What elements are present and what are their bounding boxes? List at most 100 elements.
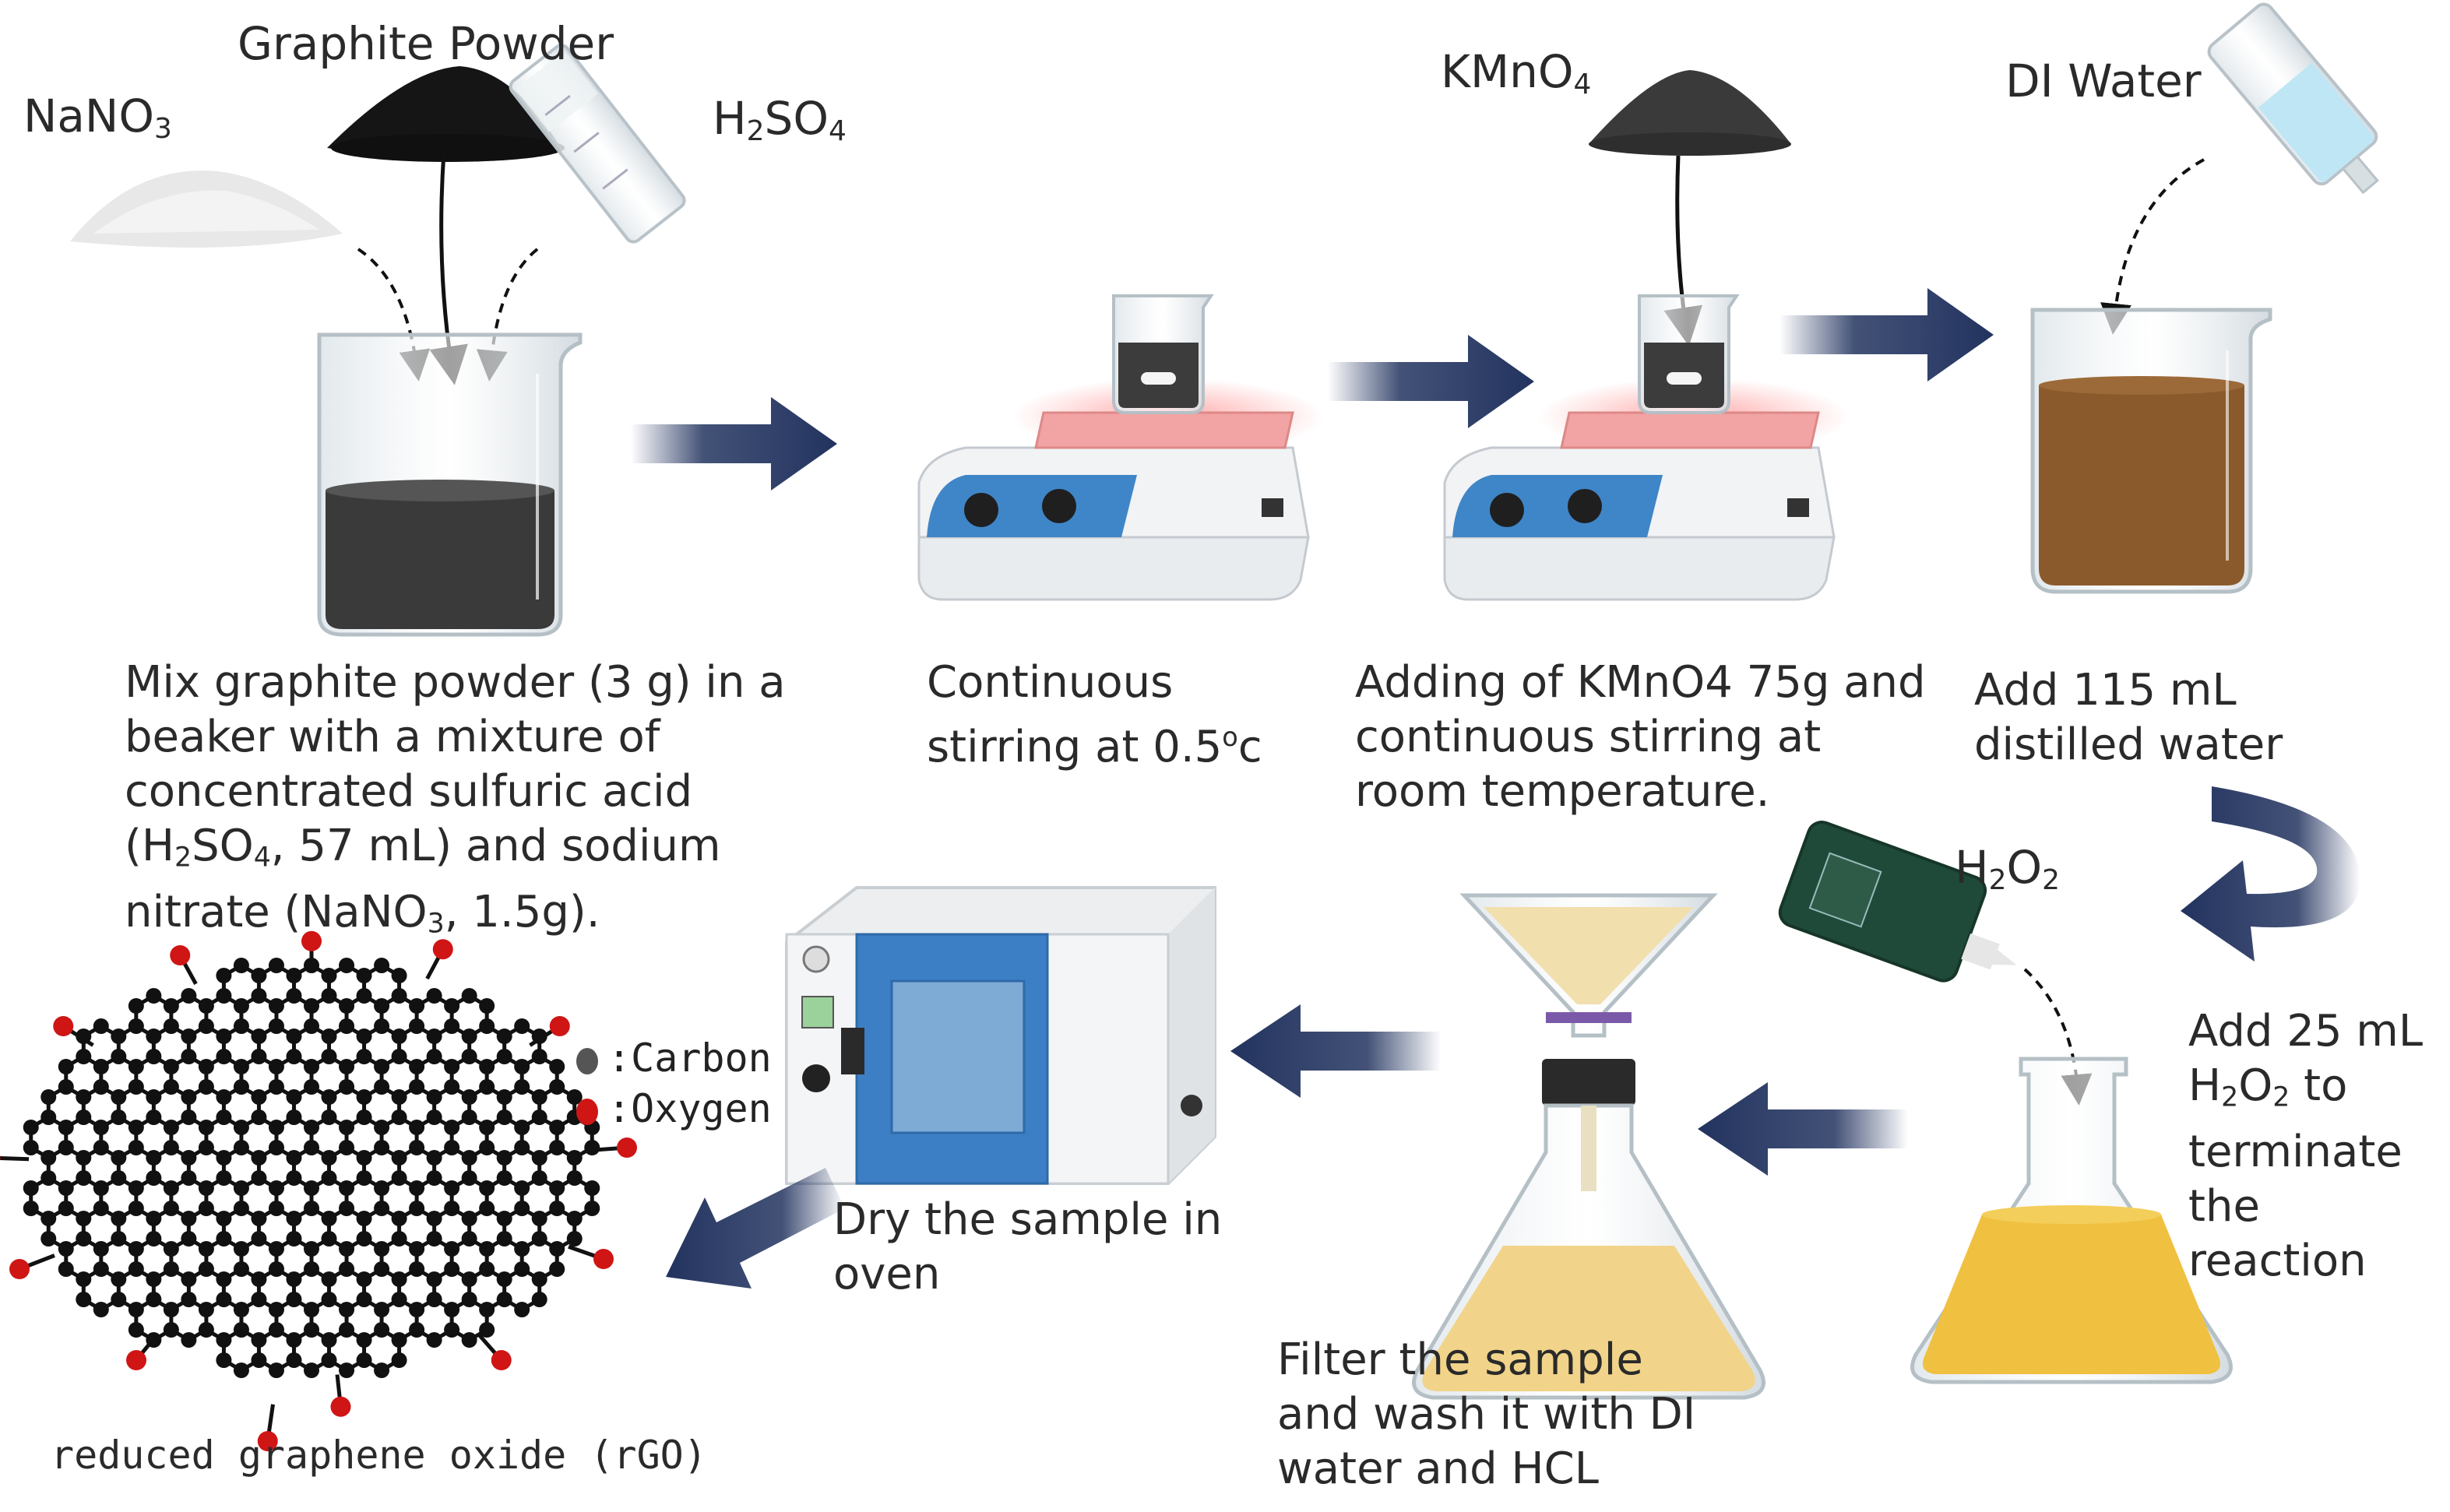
carbon-atom [409, 1018, 425, 1034]
step-6-caption: Filter the sample and wash it with DI wa… [1277, 1334, 1696, 1494]
carbon-dot-icon [576, 1047, 598, 1074]
carbon-atom [461, 1150, 477, 1166]
carbon-atom [514, 1059, 530, 1074]
carbon-atom [339, 1363, 355, 1378]
carbon-atom [304, 1302, 319, 1317]
carbon-atom [566, 1231, 583, 1247]
carbon-atom [233, 1079, 249, 1095]
carbon-atom [251, 968, 267, 983]
carbon-atom [146, 1109, 162, 1125]
carbon-atom [76, 1150, 92, 1166]
carbon-atom [181, 1332, 197, 1348]
carbon-atom [461, 1332, 477, 1348]
carbon-atom [584, 1180, 600, 1196]
carbon-atom [40, 1109, 57, 1125]
carbon-atom [321, 1332, 337, 1348]
carbon-atom [356, 1292, 372, 1307]
carbon-atom [58, 1261, 74, 1277]
carbon-atom [251, 1292, 267, 1307]
carbon-atom [111, 1231, 127, 1247]
vacuum-filtration-flask-icon [1412, 893, 1765, 1400]
carbon-atom [391, 1231, 407, 1247]
carbon-atom [93, 1059, 109, 1074]
carbon-atom [198, 1241, 214, 1257]
carbon-atom [514, 1018, 530, 1034]
carbon-atom [479, 1302, 495, 1317]
carbon-atom [251, 1150, 267, 1166]
carbon-atom [216, 1271, 232, 1287]
step-3-caption: Adding of KMnO4 75g and continuous stirr… [1355, 657, 1926, 817]
carbon-atom [444, 1322, 460, 1338]
carbon-atom [216, 1170, 232, 1186]
carbon-atom [198, 1018, 214, 1034]
carbon-atom [356, 1089, 372, 1105]
carbon-atom [76, 1170, 92, 1186]
carbon-atom [531, 1150, 547, 1166]
oxygen-atom [0, 1155, 1, 1161]
carbon-atom [198, 1059, 214, 1074]
carbon-atom [391, 1049, 407, 1064]
carbon-atom [233, 1201, 249, 1216]
carbon-atom [391, 1271, 407, 1287]
carbon-atom [163, 1059, 179, 1074]
carbon-atom [496, 1211, 512, 1226]
carbon-atom [163, 1201, 179, 1216]
carbon-atom [461, 1049, 477, 1064]
carbon-atom [181, 1170, 197, 1186]
carbon-atom [233, 998, 249, 1014]
carbon-atom [321, 1211, 337, 1226]
carbon-atom [146, 1089, 162, 1105]
process-arrow-4-curved [2181, 786, 2360, 962]
carbon-atom [339, 1059, 355, 1074]
step-4-caption: Add 115 mL distilled water [1974, 665, 2283, 770]
process-arrow-7 [666, 1168, 845, 1289]
carbon-atom [479, 1241, 495, 1257]
carbon-atom [356, 1049, 372, 1064]
carbon-atom [356, 1332, 372, 1348]
carbon-atom [304, 1261, 319, 1277]
carbon-atom [479, 1059, 495, 1074]
carbon-atom [23, 1140, 39, 1155]
h2o2-label: H2O2 [1955, 841, 2061, 896]
carbon-atom [409, 1140, 425, 1155]
carbon-atom [163, 1302, 179, 1317]
oxygen-atom [432, 939, 453, 960]
carbon-atom [163, 998, 179, 1014]
carbon-atom [268, 1201, 284, 1216]
carbon-atom [321, 1231, 337, 1247]
beaker-graphite-mixture-icon [317, 332, 583, 637]
carbon-atom [426, 1170, 442, 1186]
oxygen-atom [491, 1350, 512, 1370]
carbon-atom [339, 958, 355, 973]
oxygen-atom [330, 1396, 351, 1417]
carbon-atom [461, 1170, 477, 1186]
carbon-atom [356, 988, 372, 1004]
carbon-atom [216, 1029, 232, 1044]
carbon-atom [374, 1261, 390, 1277]
carbon-atom [251, 1231, 267, 1247]
carbon-atom [444, 1018, 460, 1034]
carbon-atom [128, 1079, 144, 1095]
carbon-atom [198, 1322, 214, 1338]
carbon-atom [321, 1150, 337, 1166]
carbon-atom [233, 1180, 249, 1196]
carbon-atom [321, 1049, 337, 1064]
carbon-atom [181, 1150, 197, 1166]
carbon-atom [251, 1332, 267, 1348]
carbon-atom [93, 1120, 109, 1135]
carbon-atom [479, 998, 495, 1014]
carbon-atom [216, 1211, 232, 1226]
carbon-atom [356, 1170, 372, 1186]
carbon-atom [128, 1018, 144, 1034]
carbon-atom [93, 1241, 109, 1257]
carbon-atom [356, 1231, 372, 1247]
carbon-atom [514, 1302, 530, 1317]
carbon-atom [268, 998, 284, 1014]
process-arrow-1 [631, 397, 837, 491]
carbon-atom [444, 1140, 460, 1155]
carbon-atom [339, 1120, 355, 1135]
carbon-atom [496, 1029, 512, 1044]
carbon-atom [391, 1089, 407, 1105]
carbon-atom [479, 1018, 495, 1034]
carbon-atom [479, 1140, 495, 1155]
